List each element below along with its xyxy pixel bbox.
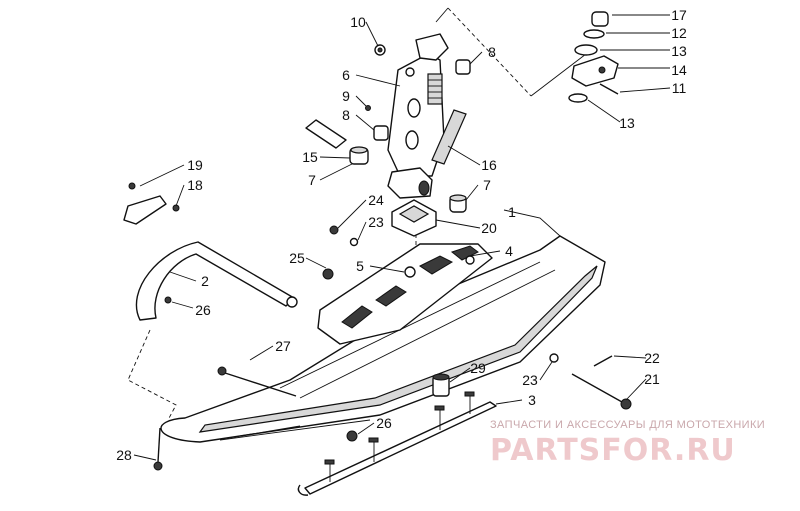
- washer-part-23-top: [349, 237, 359, 247]
- bushing-part-15: [305, 119, 347, 149]
- clamp-part-14: [571, 55, 619, 87]
- pivot-block: [387, 167, 433, 199]
- nut-part-26-ski: [346, 430, 358, 442]
- callout-label-26: 26: [195, 302, 211, 318]
- callout-label-18: 18: [187, 177, 203, 193]
- decal-part-16: [431, 109, 467, 165]
- callout-label-9: 9: [342, 88, 350, 104]
- callout-label-14: 14: [671, 62, 687, 78]
- callout-label-19: 19: [187, 157, 203, 173]
- callout-label-28: 28: [116, 447, 132, 463]
- bolt-part-11: [599, 83, 619, 95]
- bushing-part-8-mid: [373, 125, 389, 141]
- callout-label-7: 7: [483, 177, 491, 193]
- callout-label-23: 23: [522, 372, 538, 388]
- callout-label-2: 2: [201, 273, 209, 289]
- watermark-logo: PARTSFOR.RU: [490, 433, 736, 468]
- callout-label-3: 3: [528, 392, 536, 408]
- callout-label-12: 12: [671, 25, 687, 41]
- callout-label-23: 23: [368, 214, 384, 230]
- pin-part-22: [593, 355, 613, 367]
- bolt-part-28: [153, 427, 163, 471]
- leader-lines: [133, 14, 671, 461]
- callout-label-20: 20: [481, 220, 497, 236]
- callout-label-29: 29: [470, 360, 486, 376]
- callout-label-13: 13: [619, 115, 635, 131]
- screw-part-19: [128, 182, 136, 190]
- bolt-part-21: [571, 373, 632, 410]
- bushing-part-7-right: [449, 194, 467, 213]
- callout-label-8: 8: [342, 107, 350, 123]
- callout-label-1: 1: [508, 204, 516, 220]
- callout-label-26: 26: [376, 415, 392, 431]
- washer-part-10: [374, 44, 386, 56]
- wear-bar-part-3: [297, 391, 497, 496]
- callout-label-25: 25: [289, 250, 305, 266]
- callout-label-8: 8: [488, 44, 496, 60]
- bracket-part-18: [123, 195, 167, 225]
- bushing-part-8-top: [455, 59, 471, 75]
- ski-part-1: [160, 235, 606, 443]
- callout-label-6: 6: [342, 67, 350, 83]
- spindle-bracket-part-4: [317, 243, 493, 345]
- callout-label-7: 7: [308, 172, 316, 188]
- callout-label-5: 5: [356, 258, 364, 274]
- callout-label-21: 21: [644, 371, 660, 387]
- bushing-part-29: [432, 373, 450, 397]
- nut-part-25: [322, 268, 334, 280]
- callout-label-17: 17: [671, 7, 687, 23]
- callout-label-16: 16: [481, 157, 497, 173]
- callout-label-22: 22: [644, 350, 660, 366]
- nut-part-24: [329, 225, 339, 235]
- screw-part-26-handle: [164, 296, 172, 304]
- callout-label-15: 15: [302, 149, 318, 165]
- callout-label-11: 11: [672, 80, 687, 96]
- callout-label-4: 4: [505, 243, 513, 259]
- washer-part-13-bottom: [568, 93, 588, 103]
- washer-part-12: [583, 29, 605, 39]
- pad-part-20: [391, 199, 437, 237]
- screw-part-9: [365, 105, 371, 111]
- callout-label-10: 10: [350, 14, 366, 30]
- washer-part-23-bottom: [549, 353, 559, 363]
- callout-label-24: 24: [368, 192, 384, 208]
- callout-label-27: 27: [275, 338, 291, 354]
- cap-part-17: [591, 11, 609, 27]
- watermark: ЗАПЧАСТИ И АКСЕССУАРЫ ДЛЯ МОТОТЕХНИКИ PA…: [490, 419, 765, 468]
- ski-handle-part-2: [135, 241, 298, 321]
- washer-part-13-top: [574, 44, 598, 56]
- bushing-part-7-left: [349, 146, 369, 165]
- bolt-part-27: [217, 366, 297, 397]
- callout-label-13: 13: [671, 43, 687, 59]
- watermark-caption: ЗАПЧАСТИ И АКСЕССУАРЫ ДЛЯ МОТОТЕХНИКИ: [490, 419, 765, 431]
